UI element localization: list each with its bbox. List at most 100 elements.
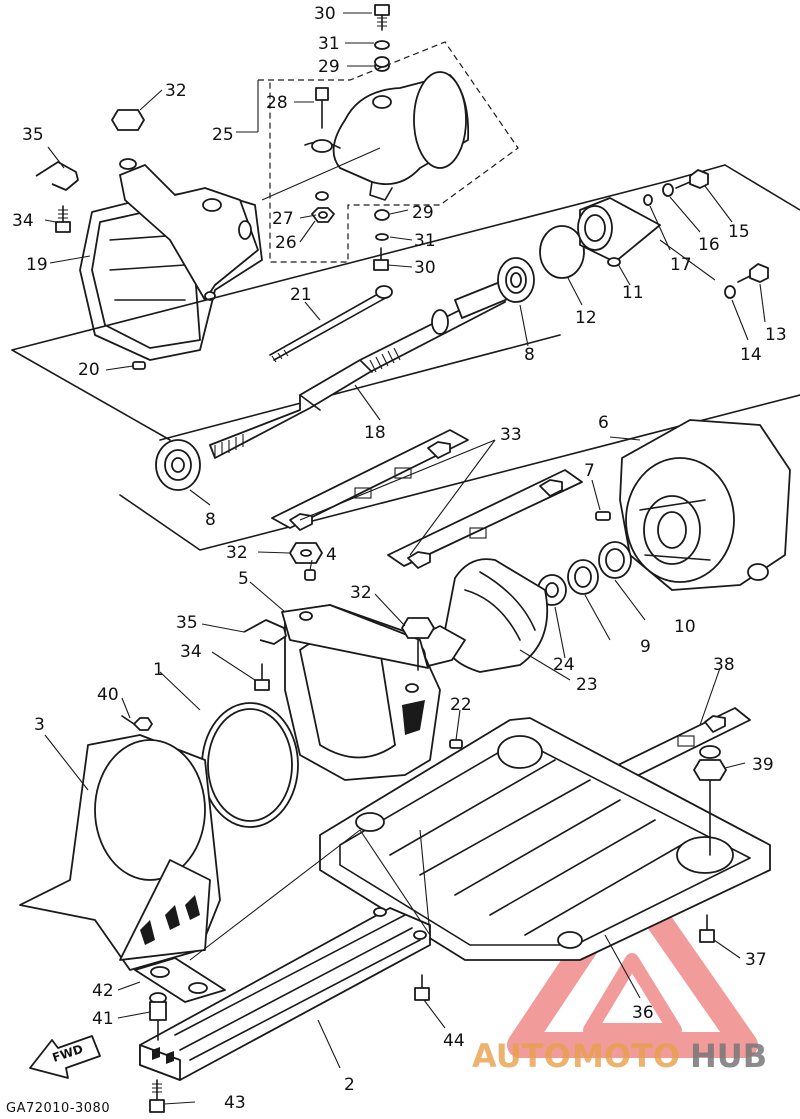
intake-grate-36 [319, 717, 771, 961]
callout-10: 10 [674, 617, 696, 637]
callout-32-right: 32 [350, 583, 372, 603]
watermark-text: AUTO MOTO HUB [472, 1037, 767, 1075]
callout-37: 37 [745, 950, 767, 970]
callout-12: 12 [575, 308, 597, 328]
callout-31-bottom: 31 [414, 231, 436, 251]
cover-3 [19, 734, 221, 971]
bolt-40 [121, 715, 153, 731]
callout-42: 42 [92, 981, 114, 1001]
washer-31-top [374, 40, 390, 50]
callout-1: 1 [153, 660, 164, 680]
drive-shaft-18 [209, 279, 511, 459]
bearing-8-left [155, 439, 201, 491]
callout-28: 28 [266, 93, 288, 113]
callout-7: 7 [584, 461, 595, 481]
callout-5: 5 [238, 569, 249, 589]
callout-33: 33 [500, 425, 522, 445]
nut-32-middle [289, 542, 323, 564]
callout-29-top: 29 [318, 57, 340, 77]
callout-11: 11 [622, 283, 644, 303]
screw-44 [414, 974, 430, 1001]
plate-42 [134, 957, 226, 1003]
callout-35-top: 35 [22, 125, 44, 145]
callout-21: 21 [290, 285, 312, 305]
callout-2: 2 [344, 1075, 355, 1095]
callout-30-bottom: 30 [414, 258, 436, 278]
callout-16: 16 [698, 235, 720, 255]
callout-36: 36 [632, 1003, 654, 1023]
callout-32-middle: 32 [226, 543, 248, 563]
ring-1 [201, 702, 299, 828]
duct-5 [281, 604, 441, 781]
callout-32-top: 32 [165, 81, 187, 101]
shaft-lower-outline [119, 334, 800, 551]
pin-22 [449, 739, 463, 749]
screw-43 [149, 1079, 165, 1113]
callout-8-right: 8 [524, 345, 535, 365]
callout-labels: 1 2 3 4 5 6 7 8 8 9 10 11 12 13 14 15 16… [12, 4, 787, 1113]
washer-14 [724, 285, 736, 299]
impeller-23 [410, 558, 549, 673]
screw-34-middle [254, 663, 270, 691]
callout-3: 3 [34, 715, 45, 735]
grommet-29-bottom [374, 209, 390, 221]
washer-16 [662, 183, 674, 197]
ride-plate-2 [139, 907, 431, 1081]
callout-24: 24 [553, 655, 575, 675]
callout-38: 38 [713, 655, 735, 675]
callout-23: 23 [576, 675, 598, 695]
callout-34-top: 34 [12, 211, 34, 231]
leader-lines [44, 12, 766, 1105]
bolt-28 [304, 87, 341, 153]
callout-27: 27 [272, 209, 294, 229]
callout-15: 15 [728, 222, 750, 242]
callout-4: 4 [326, 545, 337, 565]
callout-41: 41 [92, 1009, 114, 1029]
bolt-41 [149, 992, 167, 1041]
callout-44: 44 [443, 1031, 465, 1051]
callout-14: 14 [740, 345, 762, 365]
washer-4 [304, 569, 316, 581]
nut-26 [311, 207, 335, 223]
callout-31-top: 31 [318, 34, 340, 54]
callout-9: 9 [640, 637, 651, 657]
cover-25 [332, 71, 470, 201]
pin-20 [132, 361, 146, 370]
callout-29-bottom: 29 [412, 203, 434, 223]
watermark-auto: AUTO [472, 1037, 571, 1075]
washer-27 [315, 191, 329, 201]
washer-17 [643, 194, 653, 206]
nut-32-top [111, 109, 145, 170]
bolt-30-top [374, 4, 390, 31]
forward-arrow-icon: FWD [29, 1035, 101, 1079]
plate-35-top [35, 161, 79, 191]
callout-25: 25 [212, 125, 234, 145]
seal-9 [567, 559, 599, 595]
nut-32-right [401, 617, 435, 671]
bearing-8-right [497, 257, 535, 303]
washer-31-bottom [375, 233, 389, 241]
liner-33-lower [387, 469, 583, 569]
diagram-code: GA72010-3080 [6, 1101, 110, 1116]
housing-19 [79, 164, 263, 361]
callout-30-top: 30 [314, 4, 336, 24]
callout-43: 43 [224, 1093, 246, 1113]
pump-housing-6 [619, 419, 791, 591]
bolt-30-bottom [373, 247, 389, 271]
callout-26: 26 [275, 233, 297, 253]
bolt-21 [269, 285, 393, 363]
callout-6: 6 [598, 413, 609, 433]
bolt-15 [675, 169, 709, 189]
watermark-moto: MOTO [572, 1037, 680, 1075]
callout-39: 39 [752, 755, 774, 775]
bolt-13 [737, 263, 769, 283]
callout-34-middle: 34 [180, 642, 202, 662]
seal-12 [539, 225, 585, 279]
liner-33-upper [271, 429, 469, 531]
callout-20: 20 [78, 360, 100, 380]
screw-37 [699, 914, 715, 943]
callout-22: 22 [450, 695, 472, 715]
callout-19: 19 [26, 255, 48, 275]
